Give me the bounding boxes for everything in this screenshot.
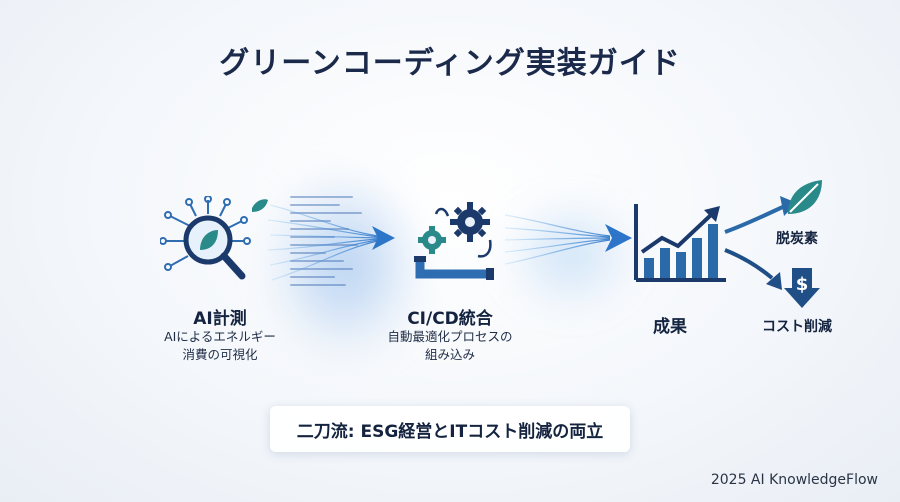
step-desc-line: 自動最適化プロセスの: [387, 329, 513, 344]
step-desc-line: AIによるエネルギー: [164, 329, 276, 344]
svg-text:$: $: [796, 274, 809, 295]
branch-arrow-up: [724, 204, 786, 234]
flow-arrow-2: [504, 214, 611, 265]
flow-arrow-1: [267, 204, 379, 281]
leaf-icon: [788, 180, 822, 214]
summary-banner: 二刀流: ESG経営とITコスト削減の両立: [270, 406, 630, 452]
step-label-cicd: CI/CD統合: [407, 309, 493, 329]
outcome-label-decarbon: 脱炭素: [776, 231, 818, 247]
dollar-down-arrow-icon: $: [784, 268, 820, 308]
growth-chart-icon: [634, 204, 726, 282]
step-desc-cicd: 自動最適化プロセスの 組み込み: [360, 328, 540, 364]
step-desc-ai-measure: AIによるエネルギー 消費の可視化: [130, 328, 310, 364]
page-title: グリーンコーディング実装ガイド: [219, 46, 681, 81]
step-desc-line: 消費の可視化: [182, 347, 258, 362]
arrow-head-2: [605, 224, 632, 252]
gears-pipe-icon: [414, 202, 494, 280]
step-desc-line: 組み込み: [424, 347, 475, 362]
branch-arrow-down: [724, 248, 774, 280]
magnifier-leaf-circuit-icon: [160, 196, 268, 280]
outcome-label-cost: コスト削減: [762, 319, 832, 335]
arrow-head-1: [372, 226, 395, 250]
step-label-result: 成果: [653, 317, 687, 337]
footer-credit: 2025 AI KnowledgeFlow: [710, 472, 878, 488]
step-label-ai-measure: AI計測: [193, 309, 247, 329]
